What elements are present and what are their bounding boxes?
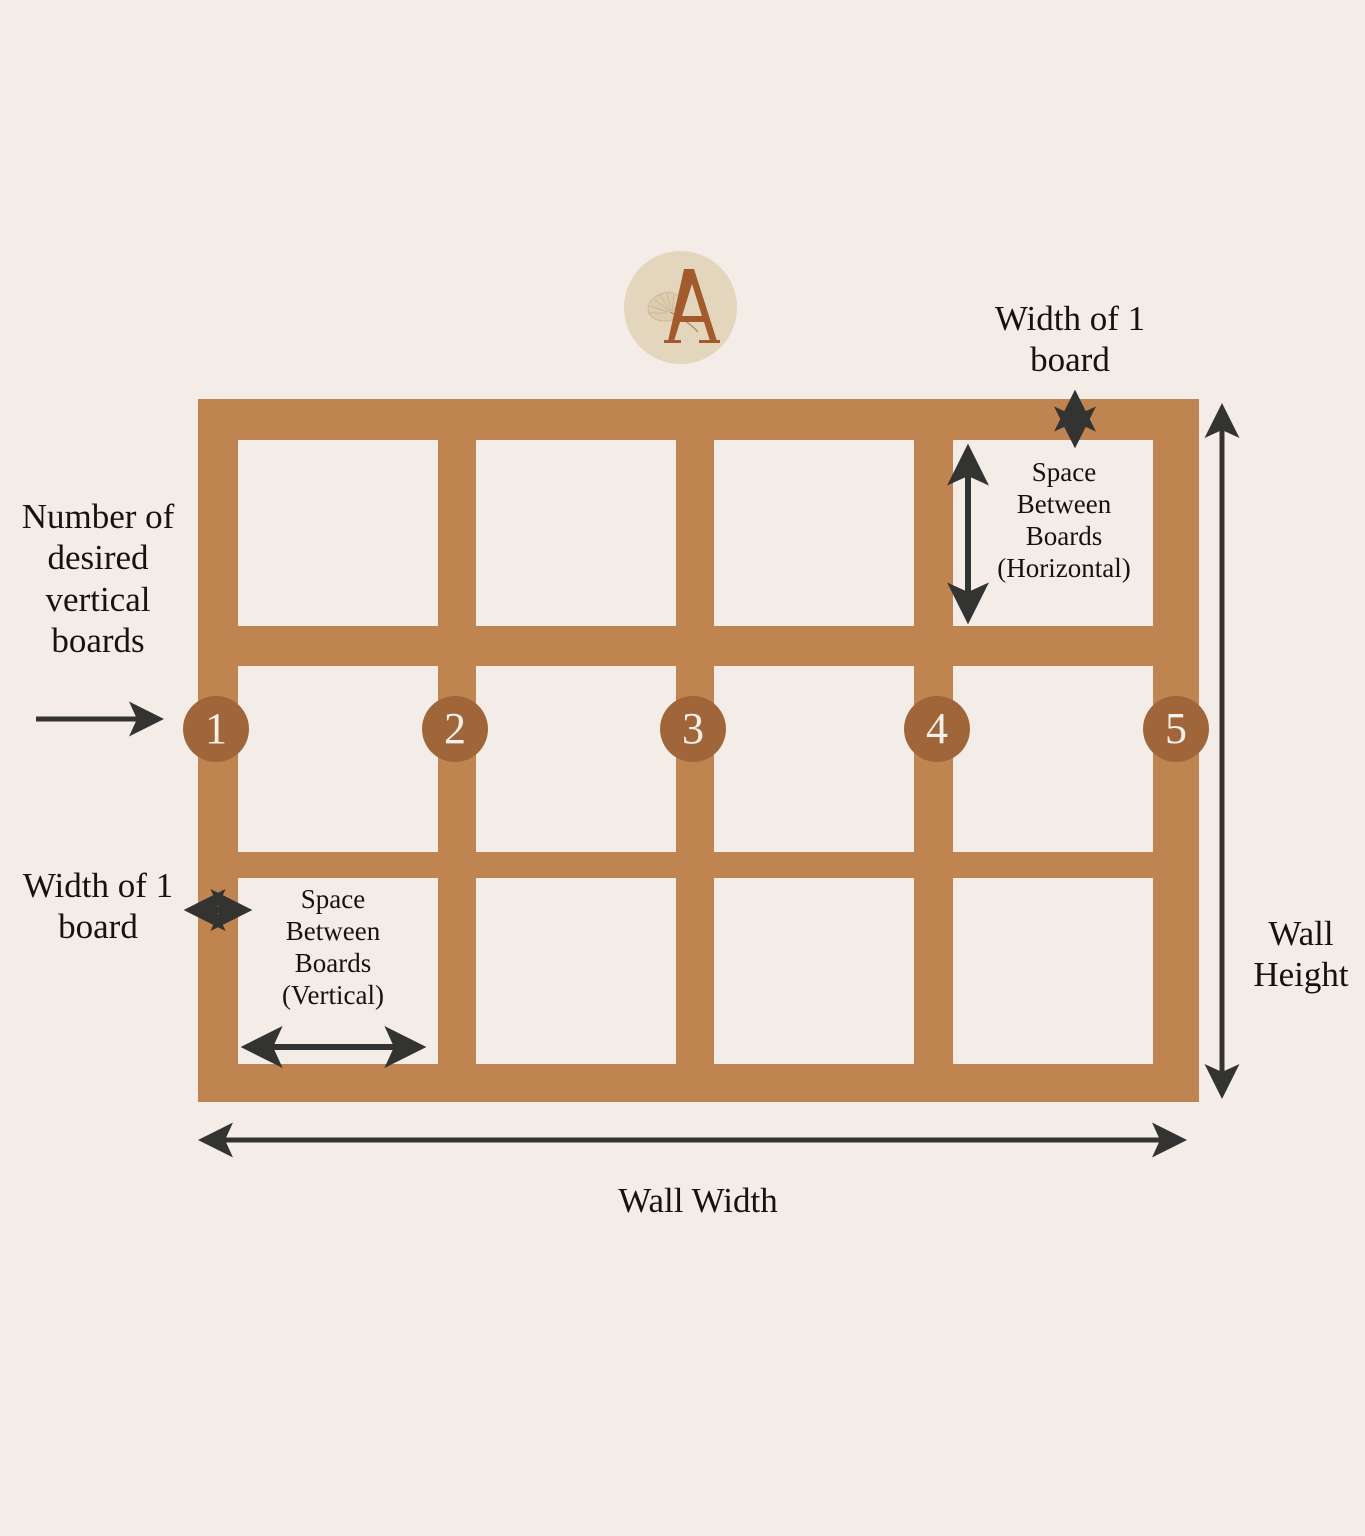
- board-marker-1[interactable]: 1: [183, 696, 249, 762]
- brand-logo: [624, 251, 737, 364]
- board-marker-4[interactable]: 4: [904, 696, 970, 762]
- board-marker-label: 2: [444, 704, 466, 753]
- wall-cell: [476, 666, 676, 852]
- wall-cell: [238, 440, 438, 626]
- board-marker-3[interactable]: 3: [660, 696, 726, 762]
- board-marker-label: 5: [1165, 704, 1187, 753]
- board-marker-label: 4: [926, 704, 948, 753]
- board-marker-label: 1: [205, 704, 227, 753]
- label-width-of-1-board-top: Width of 1 board: [994, 299, 1146, 380]
- wall-cell: [476, 878, 676, 1064]
- board-marker-5[interactable]: 5: [1143, 696, 1209, 762]
- label-width-of-1-board-left: Width of 1 board: [22, 866, 174, 947]
- board-marker-label: 3: [682, 704, 704, 753]
- label-number-of-desired-vertical-boards: Number of desired vertical boards: [21, 497, 175, 660]
- label-space-between-boards-horizontal: Space Between Boards (Horizontal): [997, 457, 1131, 583]
- wall-cell: [714, 440, 914, 626]
- wall-board-panel: [198, 399, 1199, 1102]
- wall-cell: [953, 878, 1153, 1064]
- label-space-between-boards-vertical: Space Between Boards (Vertical): [282, 884, 384, 1010]
- label-wall-width: Wall Width: [618, 1181, 778, 1220]
- wall-cell: [238, 666, 438, 852]
- board-marker-2[interactable]: 2: [422, 696, 488, 762]
- wall-cell: [714, 666, 914, 852]
- logo-mark-icon: [647, 269, 720, 343]
- wall-cell: [714, 878, 914, 1064]
- logo-letter-a: [668, 269, 717, 341]
- wall-cell: [476, 440, 676, 626]
- wall-cell: [953, 666, 1153, 852]
- label-wall-height: Wall Height: [1253, 914, 1349, 995]
